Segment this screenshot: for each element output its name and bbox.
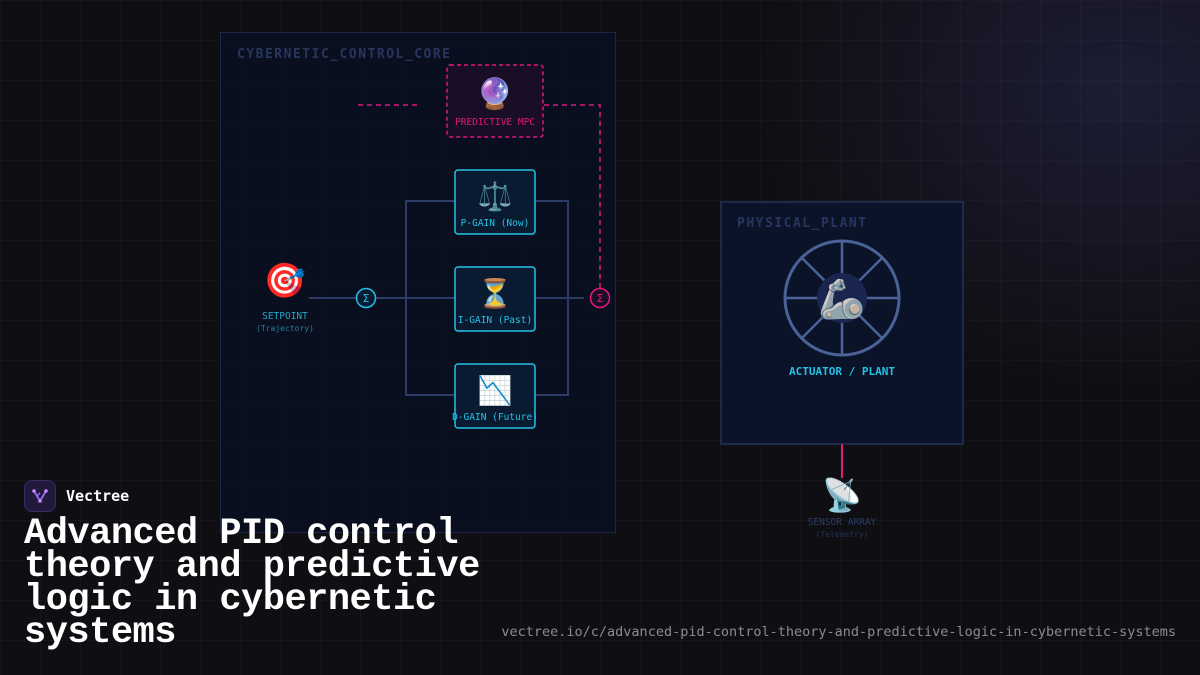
- page-title: Advanced PID control theory and predicti…: [24, 513, 480, 654]
- sensor-label: SENSOR ARRAY: [808, 517, 877, 528]
- p-gain-node: ⚖️ P-GAIN (Now): [454, 169, 536, 235]
- article-url: vectree.io/c/advanced-pid-control-theory…: [501, 624, 1176, 640]
- brand: Vectree: [24, 479, 129, 513]
- target-icon: 🎯: [264, 261, 306, 301]
- control-core-title: CYBERNETIC_CONTROL_CORE: [237, 47, 452, 62]
- connectors: [309, 104, 843, 501]
- i-gain-node: ⏳ I-GAIN (Past): [454, 266, 536, 332]
- crystal-ball-icon: 🔮: [476, 76, 513, 112]
- actuator-node: 🦾 ACTUATOR / PLANT: [783, 239, 901, 378]
- p-gain-label: P-GAIN (Now): [461, 218, 530, 229]
- actuator-label: ACTUATOR / PLANT: [789, 365, 895, 378]
- mpc-output-connector: [544, 104, 601, 288]
- sensor-sublabel: (Telemetry): [816, 530, 869, 539]
- sensor-node: 📡 SENSOR ARRAY (Telemetry): [808, 475, 877, 539]
- hourglass-icon: ⏳: [478, 277, 513, 310]
- sigma-icon: Σ: [363, 292, 370, 305]
- chart-decreasing-icon: 📉: [478, 374, 513, 407]
- summing-junction-error: Σ: [355, 287, 377, 309]
- satellite-dish-icon: 📡: [822, 475, 862, 514]
- control-core-box: CYBERNETIC_CONTROL_CORE: [220, 32, 616, 533]
- summing-junction-output: Σ: [589, 287, 611, 309]
- setpoint-sublabel: (Trajectory): [256, 324, 314, 333]
- brand-name: Vectree: [66, 487, 130, 505]
- d-gain-node: 📉 D-GAIN (Future): [452, 363, 538, 429]
- i-gain-label: I-GAIN (Past): [458, 315, 532, 326]
- vectree-logo-glyph: [32, 489, 48, 503]
- balance-scale-icon: ⚖️: [478, 180, 513, 213]
- setpoint-label: SETPOINT: [262, 311, 308, 322]
- mpc-label: PREDICTIVE MPC: [455, 117, 535, 128]
- setpoint-node: 🎯 SETPOINT (Trajectory): [256, 261, 314, 333]
- predictive-mpc-node: 🔮 PREDICTIVE MPC: [446, 64, 544, 138]
- left-bus-connector: [405, 200, 455, 396]
- d-gain-label: D-GAIN (Future): [452, 412, 538, 423]
- mechanical-arm-icon: 🦾: [818, 277, 865, 321]
- sigma-icon: Σ: [597, 292, 604, 305]
- wheel-hub: [817, 273, 867, 323]
- vectree-logo-icon: [24, 480, 56, 512]
- physical-plant-title: PHYSICAL_PLANT: [737, 216, 868, 231]
